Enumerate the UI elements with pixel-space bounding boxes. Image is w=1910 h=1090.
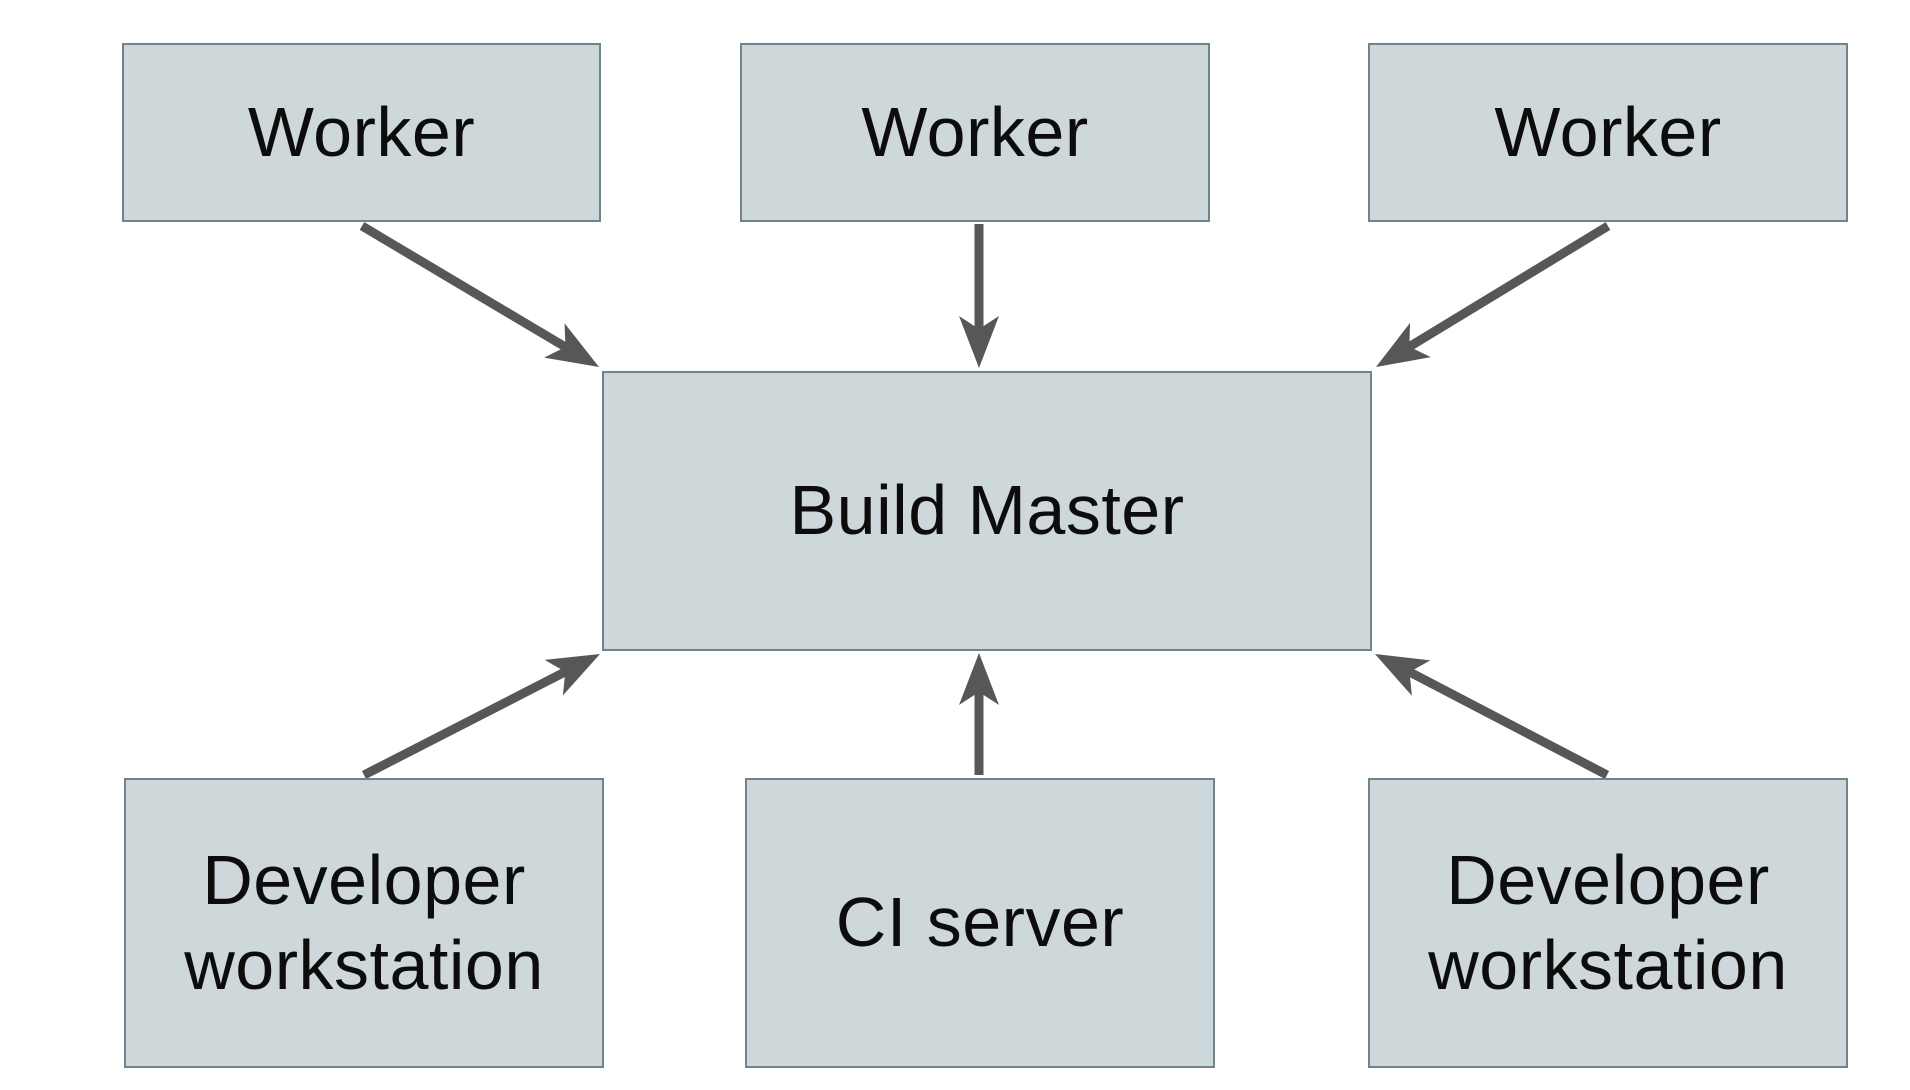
node-build-master: Build Master	[602, 371, 1372, 651]
arrow-shaft-worker-3	[1406, 222, 1611, 351]
node-worker-2-label: Worker	[861, 92, 1089, 171]
arrow-head-developer-workstation-1	[544, 654, 600, 696]
node-worker-2: Worker	[740, 43, 1210, 222]
node-developer-workstation-1: Developer workstation	[124, 778, 604, 1068]
node-ci-server-label: CI server	[835, 883, 1125, 962]
arrow-head-developer-workstation-2	[1375, 654, 1431, 696]
node-worker-3: Worker	[1368, 43, 1848, 222]
arrow-shaft-developer-workstation-1	[361, 667, 568, 780]
arrow-shaft-developer-workstation-2	[1407, 668, 1610, 779]
node-worker-1-label: Worker	[247, 92, 476, 171]
node-build-master-label: Build Master	[789, 471, 1185, 550]
node-worker-3-label: Worker	[1494, 92, 1722, 171]
node-worker-1: Worker	[122, 43, 601, 222]
node-developer-workstation-1-label: Developer workstation	[184, 840, 544, 1004]
node-developer-workstation-2: Developer workstation	[1368, 778, 1848, 1068]
arrow-head-worker-2	[959, 316, 999, 368]
arrow-head-worker-1	[544, 323, 599, 367]
node-ci-server: CI server	[745, 778, 1215, 1068]
node-developer-workstation-2-label: Developer workstation	[1428, 840, 1788, 1004]
arrow-head-worker-3	[1376, 322, 1431, 367]
arrow-shaft-worker-1	[359, 222, 568, 351]
arrow-head-ci-server	[959, 653, 999, 705]
